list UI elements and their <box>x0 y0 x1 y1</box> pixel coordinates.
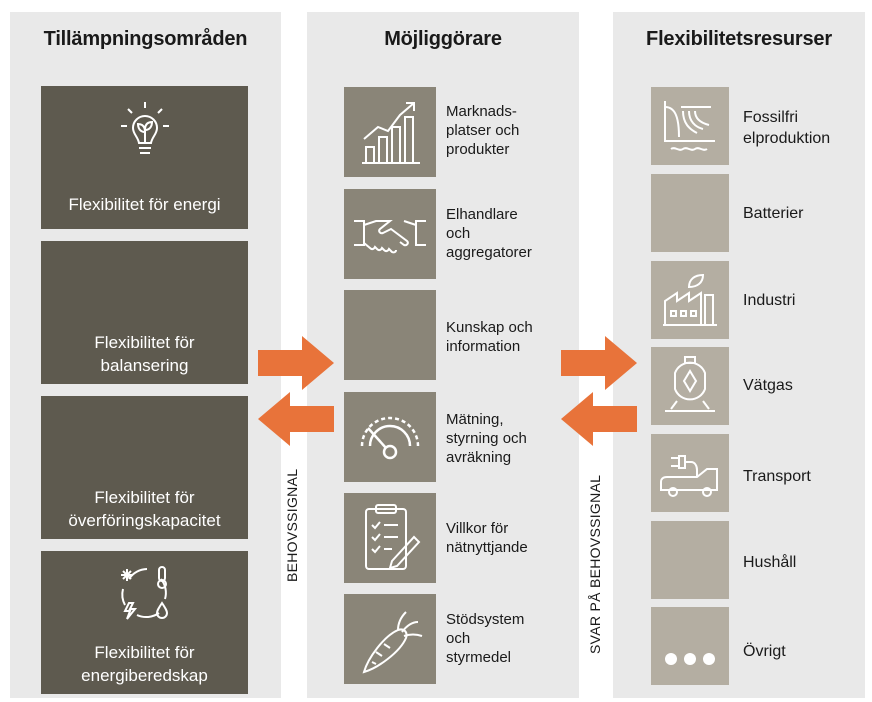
resource-tile-hydrogen <box>651 347 729 425</box>
enabler-label-retailers: Elhandlare och aggregatorer <box>446 205 532 262</box>
handshake-icon <box>352 213 428 257</box>
lightbulb-leaf-icon <box>119 100 171 162</box>
area-label-energy: Flexibilitet för energi <box>68 195 221 214</box>
resource-tile-batteries <box>651 174 729 252</box>
resource-label-fossil-free: Fossilfri elproduktion <box>743 107 830 149</box>
electric-car-icon <box>657 446 723 500</box>
enabler-label-markets-2: platser och <box>446 122 520 139</box>
enabler-label-support: Stödsystem och styrmedel <box>446 610 524 667</box>
enabler-label-knowledge-1: Kunskap och <box>446 319 533 336</box>
resource-tile-industry <box>651 261 729 339</box>
enabler-label-metering-3: avräkning <box>446 449 512 466</box>
enabler-tile-markets <box>344 87 436 177</box>
resource-label-batteries: Batterier <box>743 205 804 222</box>
arrow-left-icon <box>258 392 334 446</box>
arrow-right-icon <box>258 336 334 390</box>
enabler-tile-conditions <box>344 493 436 583</box>
resource-label-transport: Transport <box>743 468 811 485</box>
enabler-label-markets-3: produkter <box>446 141 510 158</box>
enabler-label-retailers-1: Elhandlare <box>446 206 518 223</box>
enabler-label-conditions: Villkor för nätnyttjande <box>446 519 528 557</box>
energy-cycle-icon <box>115 563 175 621</box>
enabler-label-markets: Marknads- platser och produkter <box>446 102 519 159</box>
resource-tile-other <box>651 607 729 685</box>
resource-label-fossil-free-1: Fossilfri <box>743 109 799 126</box>
area-box-transfer-capacity: Flexibilitet för överföringskapacitet <box>41 396 248 539</box>
area-label-balancing-2: balansering <box>100 356 189 375</box>
enabler-label-metering-1: Mätning, <box>446 411 504 428</box>
enabler-label-support-3: styrmedel <box>446 649 512 666</box>
area-label-transfer-1: Flexibilitet för <box>94 488 195 507</box>
arrow-left-icon <box>561 392 637 446</box>
growth-chart-icon <box>360 97 422 167</box>
area-label-balancing-1: Flexibilitet för <box>94 333 195 352</box>
area-label-transfer-2: överföringskapacitet <box>68 511 221 530</box>
enabler-label-conditions-2: nätnyttjande <box>446 539 528 556</box>
resource-label-hydrogen: Vätgas <box>743 377 793 394</box>
enabler-tile-support <box>344 594 436 684</box>
enabler-label-markets-1: Marknads- <box>446 103 517 120</box>
resources-title: Flexibilitetsresurser <box>646 28 832 50</box>
area-label-preparedness-1: Flexibilitet för <box>94 643 195 662</box>
ellipsis-icon <box>663 651 717 667</box>
demand-signal-label: BEHOVSSIGNAL <box>284 468 300 582</box>
arrow-right-icon <box>561 336 637 390</box>
enabler-label-retailers-3: aggregatorer <box>446 244 532 261</box>
response-signal-label: SVAR PÅ BEHOVSSIGNAL <box>587 474 603 654</box>
area-box-balancing: Flexibilitet för balansering <box>41 241 248 384</box>
enabler-label-support-2: och <box>446 630 471 647</box>
resource-label-other: Övrigt <box>743 643 786 660</box>
enabler-label-metering-2: styrning och <box>446 430 527 447</box>
area-label-preparedness-2: energiberedskap <box>81 666 208 685</box>
resource-tile-transport <box>651 434 729 512</box>
clipboard-checklist-icon <box>362 501 422 575</box>
application-areas-title: Tillämpningsområden <box>43 28 248 50</box>
enabler-label-knowledge: Kunskap och information <box>446 318 533 356</box>
hydrogen-tank-icon <box>661 355 719 417</box>
enabler-tile-knowledge <box>344 290 436 380</box>
carrot-icon <box>358 606 424 676</box>
enabler-tile-retailers <box>344 189 436 279</box>
enabler-label-metering: Mätning, styrning och avräkning <box>446 410 527 467</box>
area-box-energy: Flexibilitet för energi <box>41 86 248 229</box>
enabler-label-support-1: Stödsystem <box>446 611 525 628</box>
resource-label-industry: Industri <box>743 292 796 309</box>
enabler-label-knowledge-2: information <box>446 338 521 355</box>
enabler-label-conditions-1: Villkor för <box>446 520 509 537</box>
resource-tile-households <box>651 521 729 599</box>
resource-label-fossil-free-2: elproduktion <box>743 130 831 147</box>
resource-label-households: Hushåll <box>743 554 797 571</box>
area-box-preparedness: Flexibilitet för energiberedskap <box>41 551 248 694</box>
enabler-label-retailers-2: och <box>446 225 471 242</box>
enablers-title: Möjliggörare <box>384 28 502 50</box>
gauge-icon <box>356 406 424 468</box>
resource-tile-fossil-free <box>651 87 729 165</box>
hydropower-dam-icon <box>661 97 719 155</box>
factory-icon <box>661 271 719 329</box>
enabler-tile-metering <box>344 392 436 482</box>
